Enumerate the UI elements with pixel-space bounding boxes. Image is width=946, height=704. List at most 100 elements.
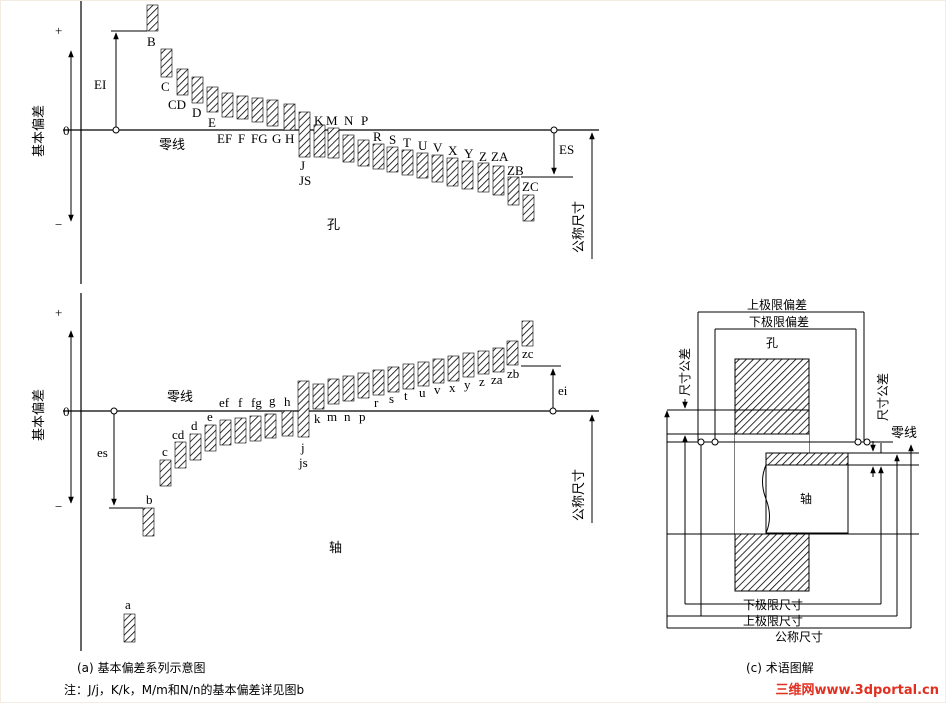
hole-letter-M: M [326, 113, 338, 128]
shaft-letter-m: m [327, 409, 337, 424]
hole-ei-label: EI [94, 77, 106, 92]
hole-letter-ZC: ZC [522, 179, 539, 194]
hole-band-P [357, 139, 370, 167]
shaft-letter-s: s [389, 391, 394, 406]
term-zero-line-label: 零线 [891, 426, 917, 441]
shaft-letter-r: r [374, 395, 379, 410]
shaft-band-d [189, 433, 202, 461]
shaft-band-cd [174, 441, 187, 469]
hole-letter-D: D [192, 105, 201, 120]
shaft-letter-v: v [434, 382, 441, 397]
hole-band-FG [251, 97, 264, 123]
term-nominal-size-label: 公称尺寸 [775, 630, 823, 644]
hole-letter-J: J [300, 158, 305, 173]
hole-letter-K: K [314, 113, 324, 128]
shaft-band-zc [521, 320, 534, 347]
shaft-es-label: es [97, 445, 108, 460]
term-zero-point-2 [711, 438, 719, 446]
shaft-band-m [327, 378, 340, 405]
hole-letter-ZA: ZA [491, 149, 509, 164]
shaft-letter-x: x [449, 380, 456, 395]
hole-letter-E: E [208, 115, 216, 130]
shaft-band-k [312, 383, 325, 410]
shaft-letter-f: f [238, 395, 243, 410]
shaft-letter-t: t [404, 388, 408, 403]
hole-band-J [298, 111, 311, 158]
shaft-band-a [123, 613, 136, 643]
term-upper-deviation-label: 上极限偏差 [747, 297, 807, 312]
hole-letter-F: F [238, 131, 245, 146]
term-zero-point-4 [863, 438, 871, 446]
shaft-letter-y: y [464, 377, 471, 392]
caption-a: (a) 基本偏差系列示意图 [77, 661, 206, 675]
term-lower-limit-label: 下极限尺寸 [743, 598, 803, 612]
shaft-letter-n: n [344, 409, 351, 424]
hole-band-V [431, 154, 444, 183]
shaft-band-e [204, 424, 217, 452]
term-shaft-break [762, 464, 770, 534]
hole-letter-CD: CD [168, 97, 186, 112]
hole-title: 孔 [327, 218, 340, 233]
hole-zero-line-label: 零线 [159, 138, 185, 153]
hole-ei-origin [112, 126, 120, 134]
term-hole-tolerance-label: 尺寸公差 [678, 348, 692, 396]
hole-letter-Z: Z [479, 149, 487, 164]
shaft-ei-label: ei [558, 383, 568, 398]
hole-letter-Y: Y [464, 146, 474, 161]
hole-letter-B: B [147, 34, 156, 49]
hole-band-C [160, 48, 173, 78]
shaft-band-c [159, 459, 172, 487]
shaft-band-u [417, 361, 430, 387]
shaft-letter-e: e [207, 409, 213, 424]
hole-band-N [342, 134, 355, 163]
shaft-es-origin [110, 407, 118, 415]
shaft-letter-h: h [284, 394, 291, 409]
hole-letter-ZB: ZB [507, 163, 524, 178]
term-hole-label: 孔 [766, 336, 778, 350]
shaft-letter-zc: zc [522, 346, 534, 361]
term-upper-limit-label: 上极限尺寸 [743, 614, 803, 628]
shaft-band-za [492, 347, 505, 373]
hole-band-H [283, 103, 296, 131]
term-shaft-body [765, 464, 849, 534]
term-lower-deviation-label: 下极限偏差 [749, 314, 809, 329]
shaft-band-j [297, 380, 310, 438]
hole-band-Z [477, 162, 490, 193]
shaft-band-t [402, 363, 415, 390]
shaft-letter-p: p [359, 409, 366, 424]
hole-band-ZB [507, 176, 520, 206]
shaft-band-g [264, 413, 277, 439]
hole-zero-mark: 0 [63, 123, 70, 138]
hole-band-B [146, 4, 159, 32]
shaft-letter-k: k [314, 411, 321, 426]
shaft-letter-js: js [298, 455, 308, 470]
shaft-letter-ef: ef [219, 395, 230, 410]
hole-band-K [313, 124, 326, 158]
hole-axis-label: 基本偏差 [32, 105, 47, 157]
shaft-minus-sign: − [55, 499, 62, 514]
shaft-band-f [234, 417, 247, 444]
shaft-letter-z: z [479, 374, 485, 389]
shaft-title: 轴 [329, 541, 342, 556]
hole-band-U [416, 152, 429, 179]
term-zero-point-3 [854, 438, 862, 446]
hole-band-D [191, 76, 204, 104]
hole-band-G [266, 99, 279, 127]
term-zero-point-1 [697, 438, 705, 446]
hole-band-E [206, 86, 219, 113]
hole-band-X [446, 157, 459, 187]
term-hole-tolerance-zone [734, 409, 810, 435]
hole-band-S [386, 146, 399, 173]
shaft-letter-za: za [491, 372, 503, 387]
hole-letter-V: V [433, 140, 443, 155]
shaft-letter-g: g [269, 393, 276, 408]
shaft-band-r [372, 369, 385, 396]
terminology-diagram: 零线 上极限偏差 下极限偏差 尺寸公差 尺寸公差 [664, 297, 919, 644]
shaft-diagram: + 0 − 基本偏差 es ei 公称尺寸 零线 轴 [32, 293, 599, 651]
hole-letter-S: S [389, 132, 396, 147]
shaft-zero-line-label: 零线 [167, 390, 193, 405]
hole-band-T [401, 149, 414, 176]
caption-c: (c) 术语图解 [746, 661, 814, 675]
hole-plus-sign: + [55, 23, 62, 38]
